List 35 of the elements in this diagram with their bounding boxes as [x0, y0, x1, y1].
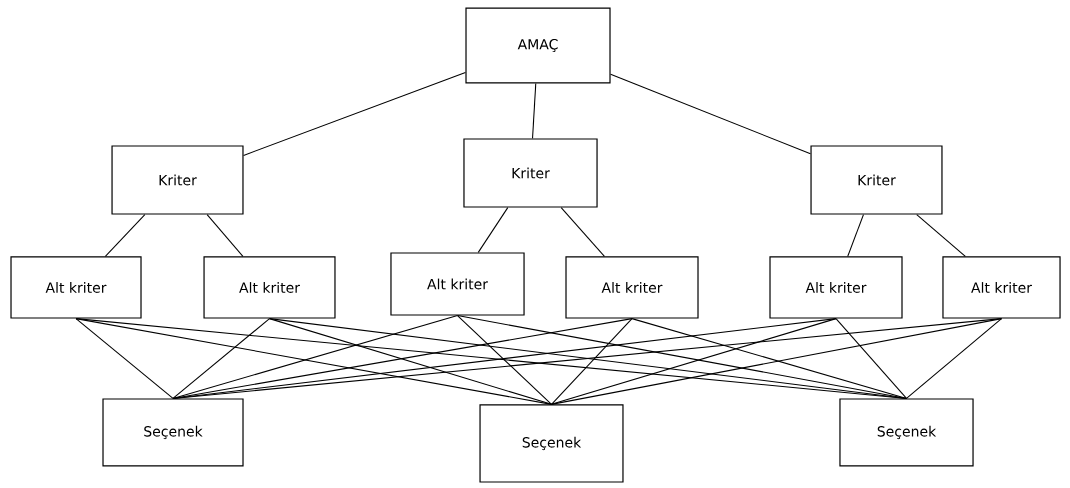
connector-line	[550, 318, 837, 405]
connector-line	[206, 214, 244, 257]
sub-criterion-box: Alt kriter	[942, 256, 1061, 319]
connector-line	[268, 318, 553, 405]
connector-line	[477, 207, 509, 253]
connector-line	[75, 318, 553, 405]
criterion-box: Kriter	[810, 145, 943, 215]
criterion-box: Kriter	[111, 145, 244, 215]
connector-line	[104, 214, 146, 257]
alternative-box: Seçenek	[839, 398, 974, 467]
connector-line	[847, 214, 864, 257]
connector-line	[75, 318, 174, 399]
connector-line	[172, 318, 633, 399]
sub-criterion-box: Alt kriter	[203, 256, 336, 319]
sub-criterion-box: Alt kriter	[390, 252, 525, 316]
criterion-box: Kriter	[463, 138, 598, 208]
alternative-box: Seçenek	[479, 404, 624, 483]
connector-line	[631, 318, 908, 399]
connector-line	[532, 83, 537, 139]
connector-line	[243, 72, 466, 156]
connector-line	[610, 73, 811, 155]
connector-line	[560, 207, 605, 257]
connector-line	[550, 318, 1003, 405]
alternative-box: Seçenek	[102, 398, 244, 467]
sub-criterion-box: Alt kriter	[10, 256, 142, 319]
connector-line	[172, 318, 837, 399]
sub-criterion-box: Alt kriter	[769, 256, 903, 319]
connector-line	[916, 214, 966, 257]
goal-box: AMAÇ	[465, 7, 611, 84]
connector-line	[905, 318, 1003, 399]
sub-criterion-box: Alt kriter	[565, 256, 699, 319]
connector-line	[550, 318, 633, 405]
connector-line	[172, 318, 271, 399]
connector-line	[456, 315, 553, 405]
connector-line	[835, 318, 908, 399]
